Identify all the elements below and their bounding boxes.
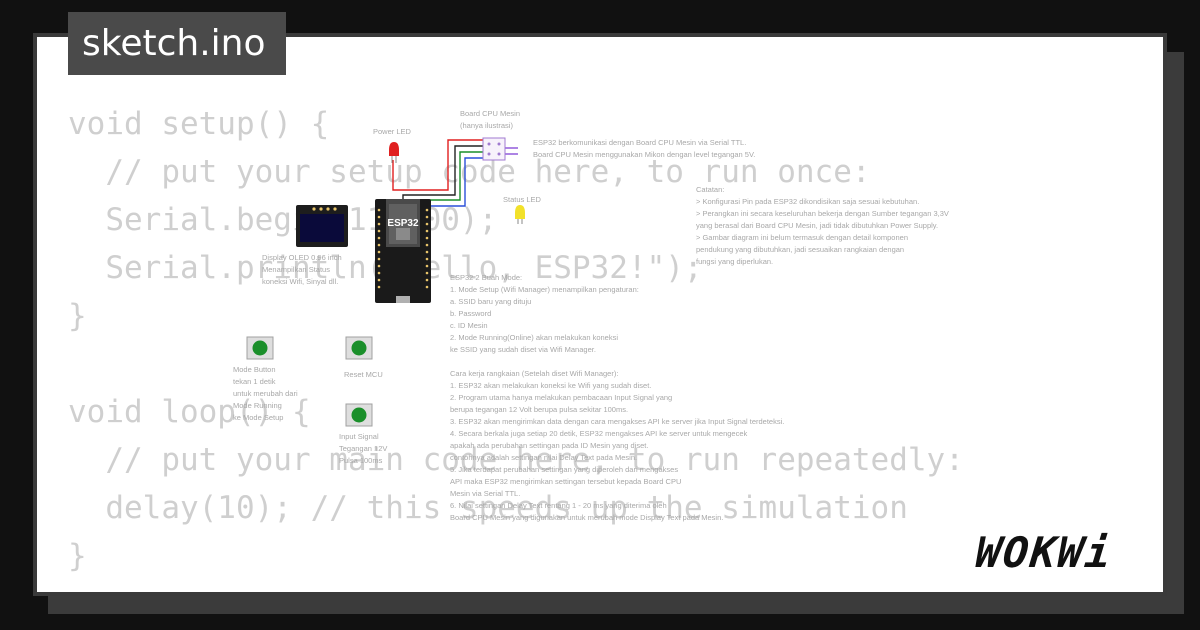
power-led-label: Power LED (373, 127, 411, 136)
file-tab[interactable]: sketch.ino (68, 12, 286, 75)
board-cpu-label: Board CPU Mesin (hanya ilustrasi) (460, 109, 521, 130)
status-led[interactable] (515, 205, 525, 224)
esp-comm-note: ESP32 berkomunikasi dengan Board CPU Mes… (533, 138, 756, 159)
mode-button-label: Mode Button tekan 1 detik untuk merubah … (233, 365, 298, 422)
power-led[interactable] (389, 142, 399, 163)
code-line: // put your main code here, to run repea… (68, 442, 964, 478)
code-line: delay(10); // this speeds up the simulat… (68, 490, 908, 526)
catatan-note: Catatan: > Konfigurasi Pin pada ESP32 di… (696, 185, 949, 266)
wokwi-logo: WOKWi (973, 528, 1116, 577)
code-line: } (68, 298, 87, 334)
esp32-label: ESP32 (387, 218, 419, 229)
oled-label: Display OLED 0.96 inch Menampilkan Statu… (262, 253, 342, 286)
preview-card (33, 33, 1167, 596)
esp32-board[interactable]: ESP32 (375, 199, 431, 303)
status-led-label: Status LED (503, 195, 541, 204)
mode-info-note: ESP32 2 Buah Mode: 1. Mode Setup (Wifi M… (450, 273, 785, 522)
input-signal-label: Input Signal Tegangan 12V Pulsa 100ms (339, 432, 388, 465)
reset-button[interactable] (345, 336, 373, 360)
code-line: // put your setup code here, to run once… (68, 154, 871, 190)
input-signal-button[interactable] (345, 403, 373, 427)
reset-mcu-label: Reset MCU (344, 370, 383, 379)
code-line: Serial.println("Hello, ESP32!"); (105, 250, 703, 286)
board-cpu-connector[interactable] (482, 137, 506, 161)
code-line: void loop() { (68, 394, 311, 430)
code-line: void setup() { (68, 106, 330, 142)
code-line: } (68, 538, 87, 574)
mode-button[interactable] (246, 336, 274, 360)
oled-display[interactable] (296, 205, 348, 247)
